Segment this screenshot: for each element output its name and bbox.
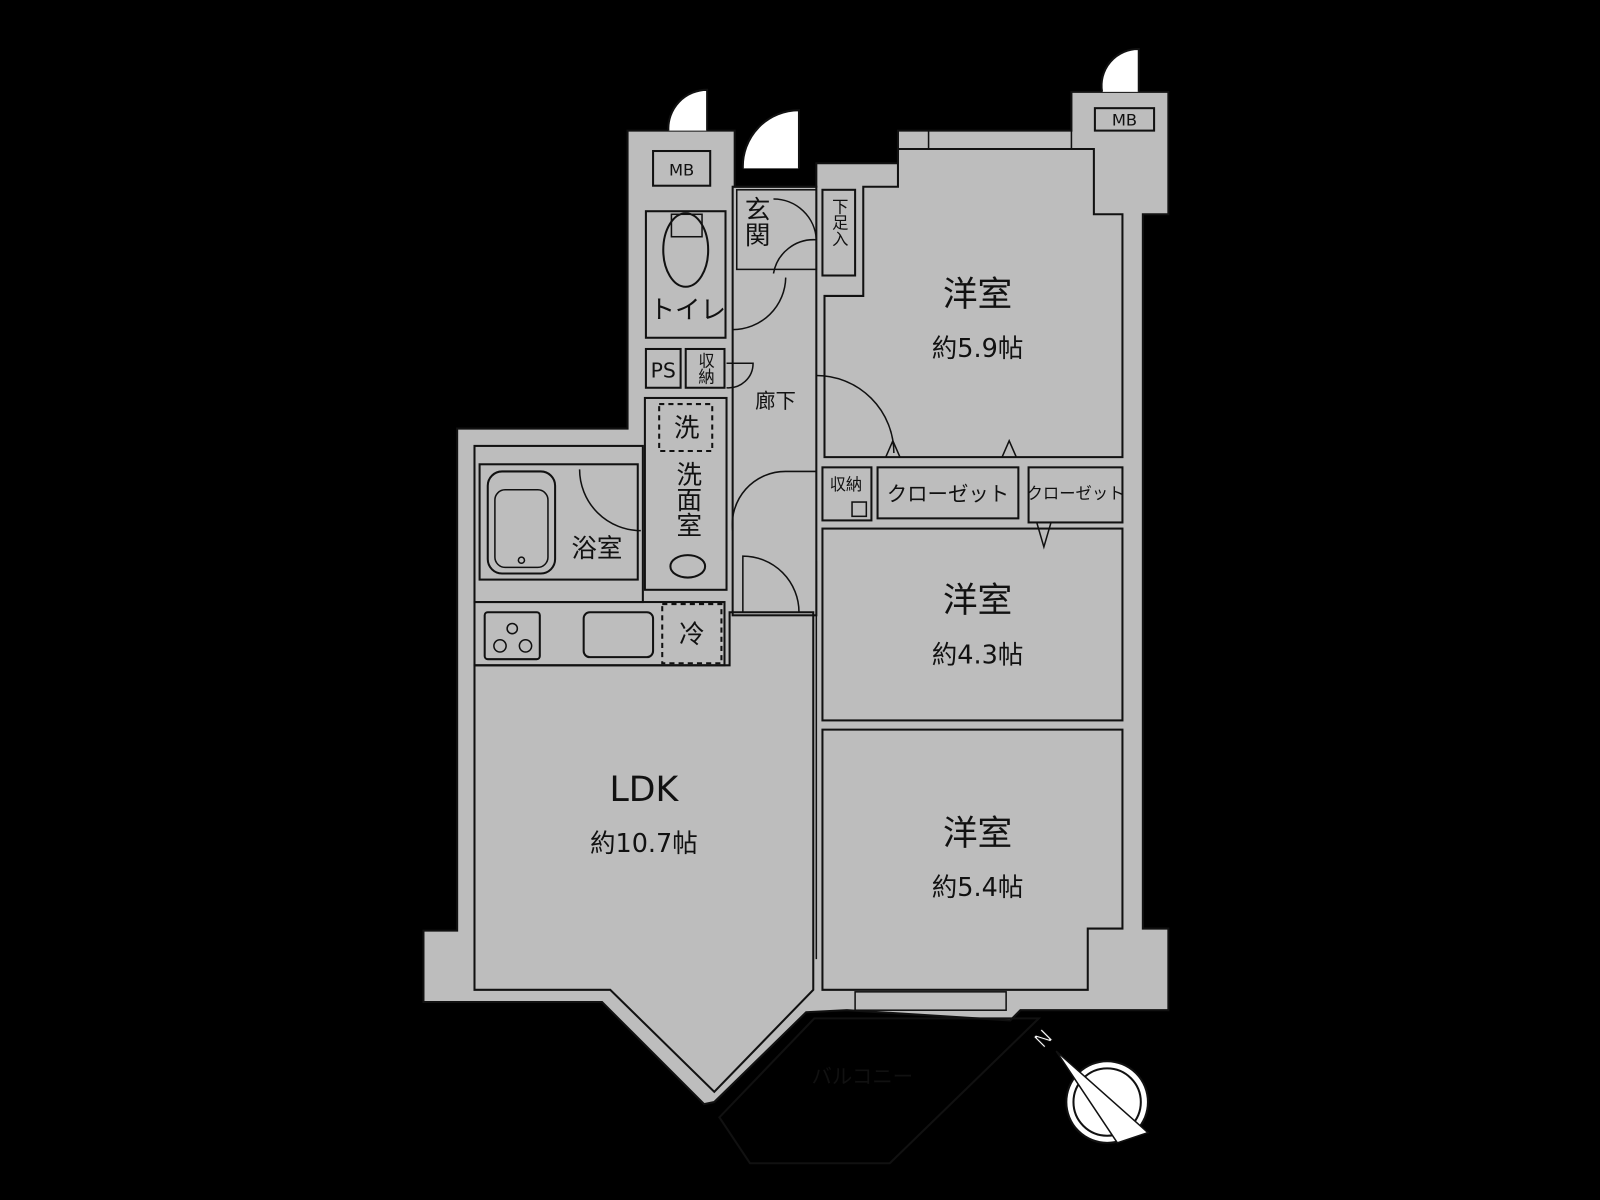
storage-hall-label: 収納	[830, 475, 863, 494]
storage-hall	[821, 466, 873, 522]
mb-right-label: MB	[1112, 111, 1137, 130]
mb-left-door-swing	[667, 88, 709, 131]
closet1-label: クローゼット	[887, 482, 1009, 506]
stove-icon	[483, 611, 541, 661]
compass-north-label: N	[1029, 1025, 1057, 1053]
room1-door-swing	[816, 374, 895, 454]
ldk-label: LDK	[609, 770, 679, 810]
shoe-storage	[821, 188, 857, 277]
bathroom	[478, 463, 639, 581]
outer-wall	[422, 90, 1170, 1106]
storage-small-label: 収納	[696, 352, 715, 386]
mb-left-label: MB	[669, 161, 694, 180]
entrance-area	[735, 189, 818, 271]
balcony	[718, 1017, 1042, 1165]
bath-door-swing	[578, 469, 641, 532]
ldk-area: 約10.7帖	[590, 829, 698, 859]
fridge-space	[661, 603, 723, 665]
hallway-label: 廊下	[755, 389, 796, 413]
bathroom-label: 浴室	[571, 534, 622, 564]
washroom	[643, 396, 728, 591]
ldk-room	[473, 611, 815, 1094]
compass-icon: N	[1029, 1024, 1150, 1144]
room1-label: 洋室	[943, 275, 1012, 315]
closet2-label: クローゼット	[1027, 484, 1125, 503]
washer-label: 洗	[674, 414, 700, 444]
room1	[823, 147, 1124, 459]
room2-area: 約4.3帖	[932, 640, 1024, 670]
storage-small-door	[726, 362, 754, 389]
room2	[821, 527, 1124, 722]
storage-hall-box	[851, 501, 868, 518]
window-room3	[854, 991, 1007, 1011]
mb-right-box	[1093, 107, 1156, 132]
drain-icon	[517, 556, 526, 565]
entrance-inner-door	[772, 198, 818, 274]
room3-area: 約5.4帖	[932, 873, 1024, 903]
closet-door-marks	[885, 438, 1052, 550]
bathtub-inner	[494, 489, 549, 569]
toilet-label: トイレ	[649, 295, 726, 325]
toilet-icon	[662, 212, 710, 288]
closet1[interactable]	[876, 466, 1020, 520]
ldk-door-swing	[742, 555, 800, 614]
entrance-door-swing	[741, 109, 800, 169]
bathtub-icon	[486, 470, 557, 575]
closet2[interactable]	[1027, 466, 1124, 524]
mb-left-box	[652, 150, 712, 187]
ps-label: PS	[651, 359, 676, 383]
room3-label: 洋室	[943, 814, 1012, 854]
storage-small	[684, 347, 726, 389]
hallway-area	[731, 185, 818, 617]
washer-space	[658, 403, 714, 453]
ps-box	[644, 347, 682, 389]
shoe-storage-label: 下足入	[829, 198, 848, 247]
sink-icon	[669, 554, 707, 579]
toilet-room	[644, 210, 727, 339]
room1-area: 約5.9帖	[932, 334, 1024, 364]
washroom-door	[731, 470, 817, 531]
toilet-door-swing	[732, 277, 787, 331]
toilet-tank-icon	[670, 213, 703, 238]
fridge-label: 冷	[679, 620, 705, 650]
kitchen-sink-icon	[582, 611, 655, 659]
room3	[821, 728, 1124, 991]
balcony-label: バルコニー	[811, 1065, 913, 1089]
mb-right-door-swing	[1100, 47, 1140, 93]
entrance-label: 玄関	[740, 196, 770, 247]
washroom-label: 洗面室	[672, 461, 702, 538]
room2-label: 洋室	[943, 581, 1012, 621]
